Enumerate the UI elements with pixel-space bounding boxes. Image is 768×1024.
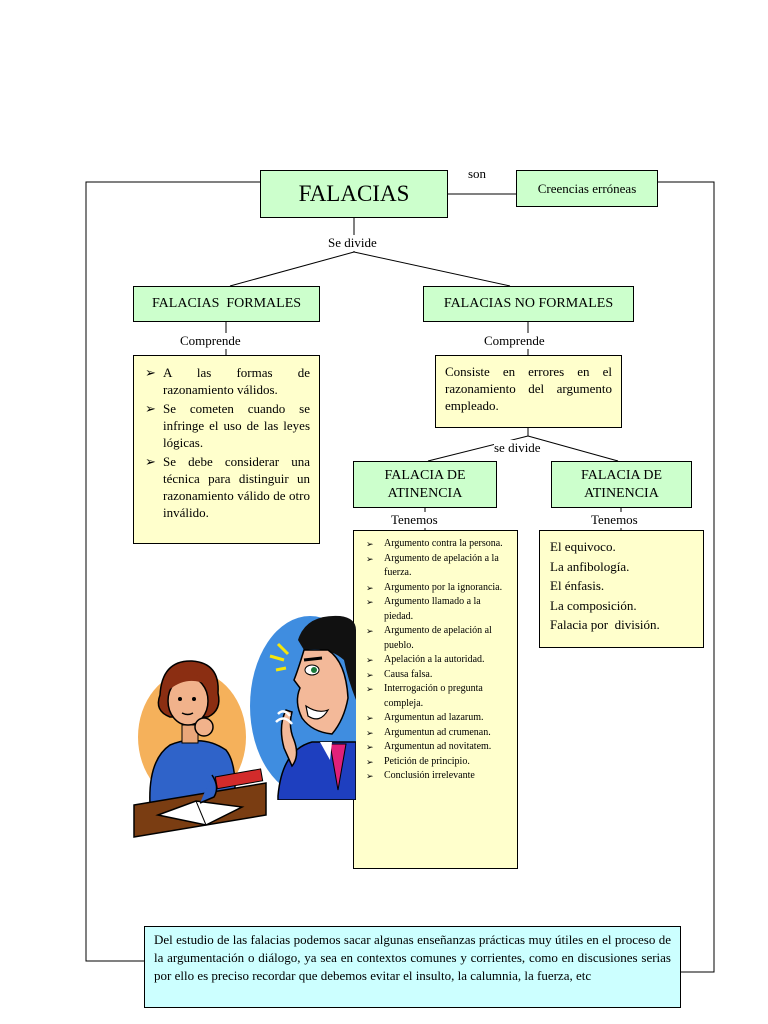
comprende-label-right: Comprende bbox=[484, 333, 545, 349]
comprende-label-left: Comprende bbox=[180, 333, 241, 349]
atinencia-right-title: FALACIA DE ATINENCIA bbox=[580, 467, 663, 501]
footer-note-box: Del estudio de las falacias podemos saca… bbox=[144, 926, 681, 1008]
list-item: Argumento contra la persona. bbox=[364, 537, 511, 552]
list-item: Argumento de apelación al pueblo. bbox=[364, 624, 511, 653]
falacias-title: FALACIAS bbox=[298, 181, 410, 206]
list-item: Interrogación o pregunta compleja. bbox=[364, 682, 511, 711]
list-item: Causa falsa. bbox=[364, 668, 511, 683]
list-item: Falacia por división. bbox=[550, 617, 660, 632]
atinencia-right-box: FALACIA DE ATINENCIA bbox=[551, 461, 692, 508]
falacias-no-formales-box: FALACIAS NO FORMALES bbox=[423, 286, 634, 322]
falacias-formales-box: FALACIAS FORMALES bbox=[133, 286, 320, 322]
formales-item: Se cometen cuando se infringe el uso de … bbox=[143, 400, 310, 451]
list-item: El equivoco. bbox=[550, 539, 616, 554]
formales-item: A las formas de razonamiento válidos. bbox=[143, 364, 310, 398]
creencias-box: Creencias erróneas bbox=[516, 170, 658, 207]
list-item: Apelación a la autoridad. bbox=[364, 653, 511, 668]
tenemos-label-right: Tenemos bbox=[591, 512, 638, 528]
list-item: Conclusión irrelevante bbox=[364, 769, 511, 784]
tenemos-label-left: Tenemos bbox=[391, 512, 438, 528]
list-item: Argumentun ad crumenan. bbox=[364, 726, 511, 741]
list-item: Argumentun ad novitatem. bbox=[364, 740, 511, 755]
formales-description-box: A las formas de razonamiento válidos. Se… bbox=[133, 355, 320, 544]
formales-item: Se debe considerar una técnica para dist… bbox=[143, 453, 310, 521]
footer-note-text: Del estudio de las falacias podemos saca… bbox=[154, 932, 671, 983]
son-label: son bbox=[468, 166, 487, 181]
woman-studying-clipart bbox=[133, 660, 267, 838]
creencias-text: Creencias erróneas bbox=[537, 180, 637, 196]
atinencia-left-list: Argumento contra la persona. Argumento d… bbox=[364, 537, 511, 784]
man-clipart bbox=[250, 615, 356, 800]
atinencia-left-list-box: Argumento contra la persona. Argumento d… bbox=[353, 530, 518, 869]
list-item: Petición de principio. bbox=[364, 755, 511, 770]
atinencia-left-box: FALACIA DE ATINENCIA bbox=[353, 461, 497, 508]
list-item: El énfasis. bbox=[550, 578, 605, 593]
falacias-title-box: FALACIAS bbox=[260, 170, 448, 218]
list-item: Argumentun ad lazarum. bbox=[364, 711, 511, 726]
se-divide-label-2: se divide bbox=[494, 440, 541, 456]
list-item: La composición. bbox=[550, 597, 637, 613]
list-item: Argumento de apelación a la fuerza. bbox=[364, 552, 511, 581]
se-divide-label: Se divide bbox=[328, 235, 377, 251]
no-formales-description-box: Consiste en errores en el razonamiento d… bbox=[435, 355, 622, 428]
list-item: La anfibología. bbox=[550, 558, 630, 574]
no-formales-description: Consiste en errores en el razonamiento d… bbox=[445, 364, 612, 413]
formales-list: A las formas de razonamiento válidos. Se… bbox=[143, 364, 310, 521]
list-item: Argumento llamado a la piedad. bbox=[364, 595, 511, 624]
falacias-formales-title: FALACIAS FORMALES bbox=[151, 296, 302, 311]
atinencia-right-list-box: El equivoco. La anfibología. El énfasis.… bbox=[539, 530, 704, 648]
atinencia-left-title: FALACIA DE ATINENCIA bbox=[384, 467, 466, 501]
falacias-no-formales-title: FALACIAS NO FORMALES bbox=[443, 296, 614, 311]
list-item: Argumento por la ignorancia. bbox=[364, 581, 511, 596]
